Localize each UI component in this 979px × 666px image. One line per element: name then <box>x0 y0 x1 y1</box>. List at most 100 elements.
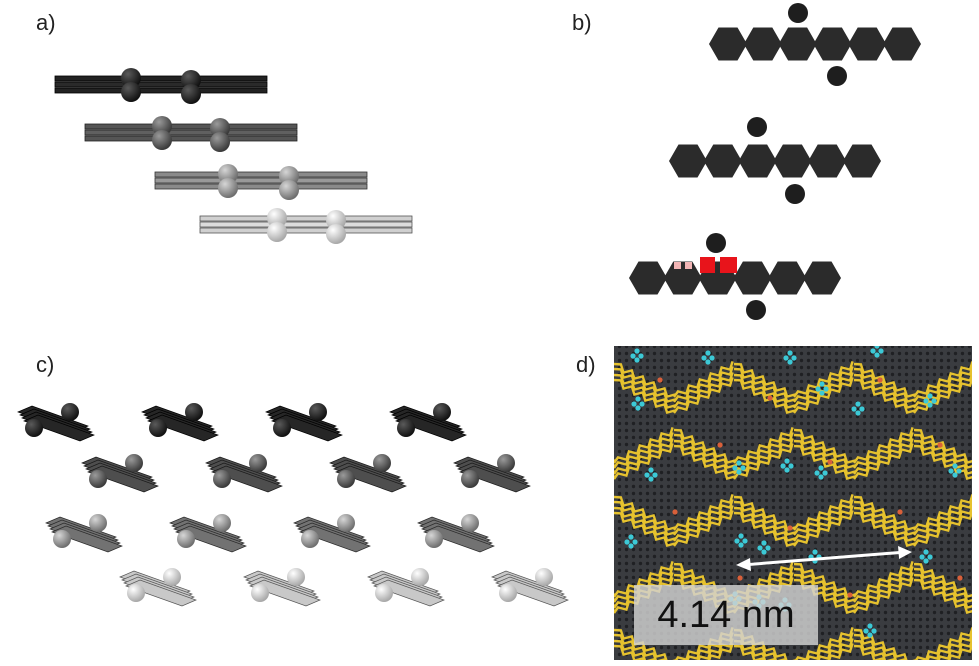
highlight-block <box>700 257 715 273</box>
lamella <box>614 511 676 548</box>
lamella <box>974 502 979 535</box>
defect-dot <box>705 359 711 365</box>
hexagon <box>733 261 772 295</box>
defect-cluster <box>630 348 644 363</box>
defect-sites <box>624 346 962 638</box>
defect-dot <box>632 539 638 545</box>
lamella <box>913 578 972 615</box>
lamella <box>698 643 734 660</box>
lamella <box>974 646 979 666</box>
lamella <box>733 362 796 399</box>
defect-dot <box>823 386 829 392</box>
defect-dot <box>791 355 797 361</box>
defect-dot <box>635 405 641 411</box>
lamella <box>937 638 972 660</box>
defect-dot <box>709 355 715 361</box>
defect-cluster <box>815 381 829 396</box>
tilted-stack <box>389 403 467 442</box>
defect-dot <box>639 401 645 407</box>
atom <box>287 568 305 586</box>
lamella <box>614 373 676 410</box>
panel-label-b: b) <box>572 10 592 35</box>
node-marker <box>877 377 883 383</box>
lamella <box>733 367 796 404</box>
lamella <box>853 511 916 548</box>
stacked-sheet <box>373 579 445 607</box>
tilted-stack <box>367 568 445 607</box>
atom <box>163 568 181 586</box>
defect-dot <box>740 465 746 471</box>
lamella <box>733 432 794 469</box>
lamella <box>853 628 916 660</box>
tilted-stack <box>119 568 197 607</box>
defect-dot <box>787 359 793 365</box>
lamella <box>614 464 616 468</box>
stacked-sheet <box>211 465 283 493</box>
lamella <box>974 566 979 602</box>
lamella <box>913 510 972 547</box>
lamella <box>614 470 616 474</box>
hexagon <box>703 144 742 178</box>
defect-dot <box>952 472 958 478</box>
atom <box>785 184 805 204</box>
stacked-sheet <box>423 525 495 553</box>
lamella <box>853 639 896 660</box>
lamella <box>974 635 979 666</box>
defect-dot <box>630 353 636 359</box>
defect-cluster <box>851 401 865 416</box>
atom <box>337 470 355 488</box>
node-marker <box>657 377 663 383</box>
panel-b-chains <box>629 3 921 320</box>
lamella <box>974 630 979 663</box>
tilted-stack <box>141 403 219 442</box>
defect-dot <box>631 401 637 407</box>
defect-dot <box>878 348 884 354</box>
lamella <box>793 510 854 547</box>
stacked-sheet <box>175 525 247 553</box>
defect-dot <box>855 401 861 407</box>
panel-label-a: a) <box>36 10 56 35</box>
highlight-block <box>685 262 692 269</box>
lamella <box>494 508 555 541</box>
lamella <box>853 561 914 598</box>
lamella <box>974 364 979 397</box>
lamella <box>673 505 734 542</box>
layer-3 <box>154 164 368 200</box>
lamella <box>554 366 613 402</box>
defect-dot <box>628 543 634 549</box>
lamella <box>913 562 972 599</box>
lamella <box>733 495 796 532</box>
stacked-sheet <box>395 414 467 442</box>
defect-dot <box>765 545 771 551</box>
lamella <box>913 428 972 465</box>
atom <box>461 514 479 532</box>
lamella <box>614 500 676 537</box>
atom <box>535 568 553 586</box>
tilted-stack <box>81 454 159 493</box>
lamella <box>673 372 734 409</box>
lamella <box>614 644 645 660</box>
node-marker <box>937 442 943 448</box>
lamella <box>793 567 856 604</box>
lamella <box>974 497 979 530</box>
atom <box>499 584 517 602</box>
lamella <box>494 641 555 666</box>
stacked-sheet <box>299 525 371 553</box>
defect-dot <box>644 472 650 478</box>
stacked-sheet <box>23 414 95 442</box>
defect-cluster <box>814 465 828 480</box>
lamella <box>853 438 914 475</box>
lamella <box>853 500 916 537</box>
atom <box>249 454 267 472</box>
defect-dot <box>812 549 818 555</box>
lamella <box>554 372 613 408</box>
lamella <box>853 495 916 532</box>
atom <box>89 514 107 532</box>
tilted-stack <box>169 514 247 553</box>
lamella <box>673 494 734 531</box>
atom <box>411 568 429 586</box>
defect-cluster <box>631 396 645 411</box>
hexagon <box>848 27 887 61</box>
lamella <box>853 572 914 609</box>
